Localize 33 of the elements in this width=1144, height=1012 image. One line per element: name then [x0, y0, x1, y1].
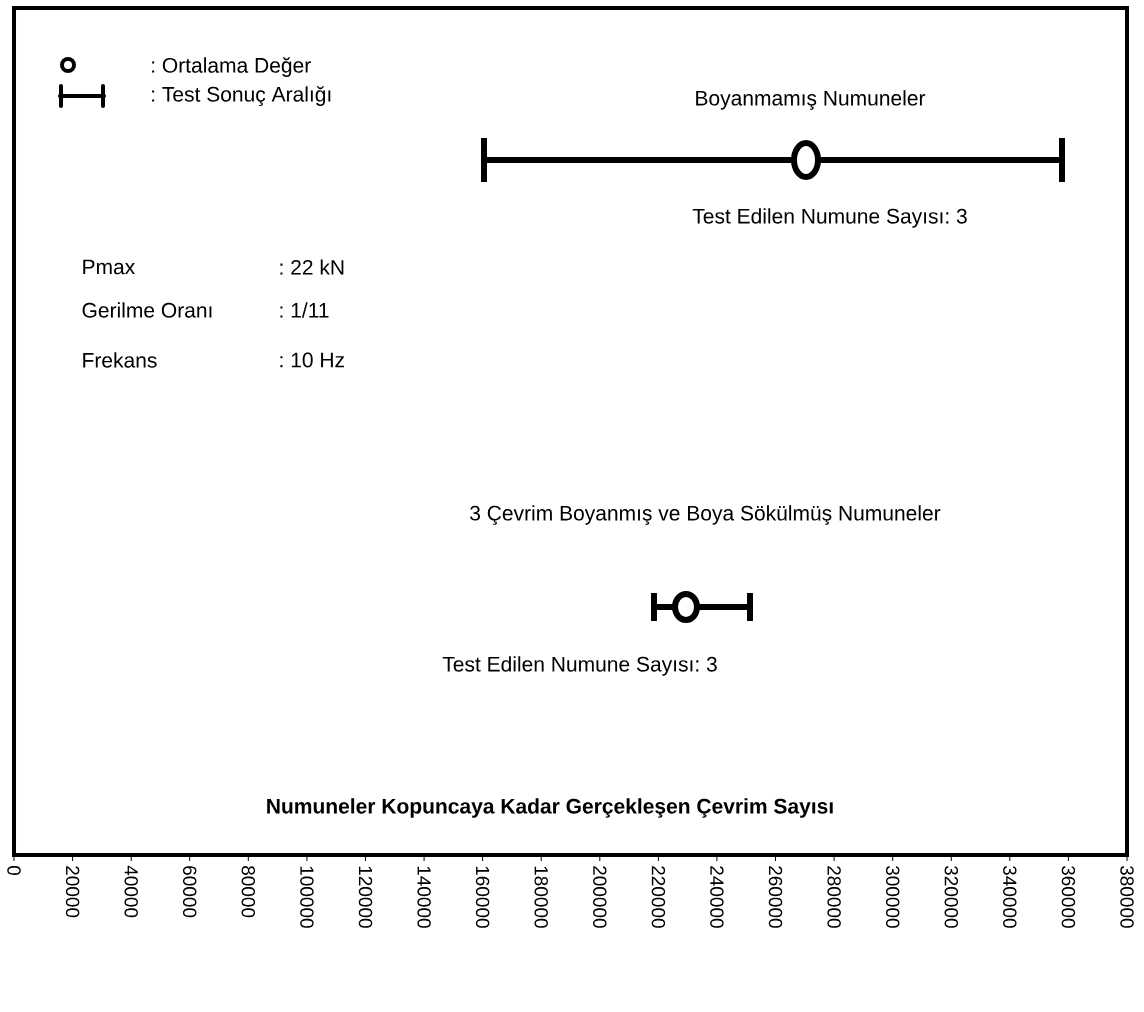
- tick-label: 140000: [417, 866, 431, 928]
- tick-label: 260000: [768, 866, 783, 928]
- axis-title: Numuneler Kopuncaya Kadar Gerçekleşen Çevrim Sayısı: [267, 798, 833, 818]
- parameter-label: : 10 Hz: [280, 352, 344, 368]
- tick-label: 120000: [358, 866, 373, 928]
- parameter-label: : 1/11: [280, 302, 329, 318]
- tick-label: 320000: [944, 865, 959, 928]
- parameter-label: Pmax: [83, 259, 135, 275]
- tick-label: 20000: [65, 866, 80, 918]
- parameter-label: Gerilme Oranı: [82, 302, 212, 318]
- parameter-label: : 22 kN: [280, 259, 344, 275]
- tick-label: 240000: [710, 866, 724, 928]
- tick-label: 300000: [886, 865, 900, 928]
- tick-label: 100000: [300, 866, 314, 928]
- tick-label: 360000: [1061, 865, 1076, 928]
- tick-label: 60000: [183, 866, 197, 918]
- tick-label: 40000: [124, 865, 138, 918]
- legend-label: : Ortalama Değer: [152, 57, 311, 77]
- annotation: Test Edilen Numune Sayısı: 3: [692, 208, 967, 228]
- parameter-label: Frekans: [83, 352, 157, 368]
- annotation: Test Edilen Numune Sayısı: 3: [442, 656, 717, 676]
- tick-label: 0: [7, 865, 21, 875]
- tick-label: 280000: [827, 866, 841, 928]
- tick-label: 200000: [593, 866, 607, 928]
- tick-label: 380000: [1120, 865, 1134, 928]
- tick-label: 180000: [534, 866, 548, 928]
- tick-label: 80000: [241, 866, 256, 918]
- category-label: 3 Çevrim Boyanmış ve Boya Sökülmüş Numuneler: [470, 505, 941, 525]
- legend-label: : Test Sonuç Aralığı: [152, 86, 331, 106]
- tick-label: 340000: [1003, 865, 1017, 928]
- tick-label: 220000: [651, 866, 666, 928]
- category-label: Boyanmamış Numuneler: [696, 90, 926, 110]
- tick-label: 160000: [475, 866, 490, 928]
